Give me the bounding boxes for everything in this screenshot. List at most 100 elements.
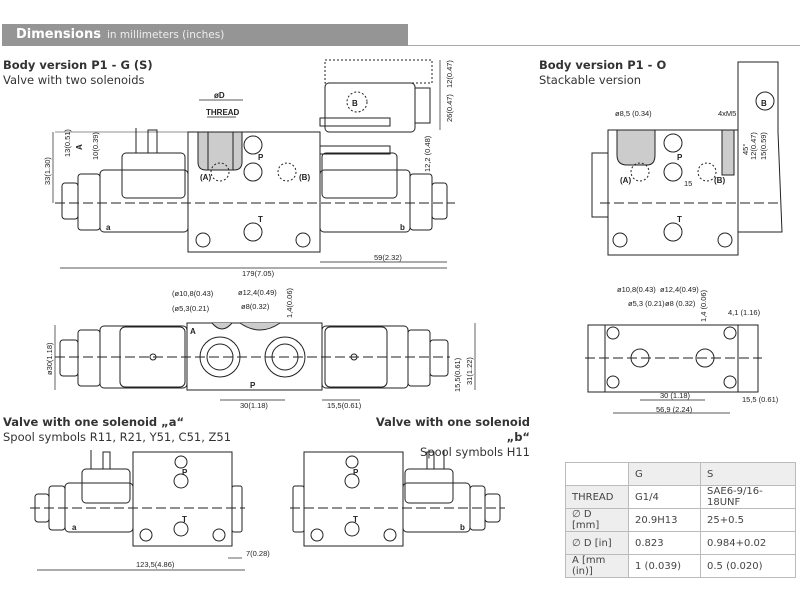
dim-59: 59(2.32) [374,253,402,262]
table-header: G [628,462,701,486]
table-row: ∅ D [mm] 20.9H13 25+0.5 [565,508,796,532]
caption-subtitle: Valve with two solenoids [3,73,145,87]
caption-subtitle: Spool symbols H11 [420,445,530,459]
connector-flange [319,145,391,155]
label-t: T [258,215,263,224]
label-p: P [677,153,683,162]
cap-left [59,339,79,377]
label-a: a [72,523,77,532]
connector-b-marker [755,91,775,111]
dim-1-4: 1,4 (0.06) [699,289,708,322]
label-a-marker: A [190,327,196,336]
coil-right [321,152,398,199]
table-row: A [mm (in)] 1 (0.039) 0.5 (0.020) [565,554,796,578]
drawing-one-solenoid-b [290,450,505,547]
thread-bore [207,131,234,171]
dim-30: 30(1.18) [240,401,268,410]
dim-12: 12(0.47) [749,132,758,160]
table-cell: G1/4 [628,485,701,509]
dim-12-2: 12,2 (0.48) [423,135,432,172]
cap-right [431,182,448,220]
dim-5-3: ø5,3 (0.21) [628,299,665,308]
coil [404,468,454,504]
drawing-top-view [54,322,476,401]
table-header: S [700,462,796,486]
table-cell: 0.984+0.02 [700,531,796,555]
dim-15-5-vertical: 15,5(0.61) [453,357,462,392]
table-header-row: G S [565,462,796,486]
port-t-circle [663,222,683,242]
port-b-circle [277,162,297,182]
table-cell: 0.823 [628,531,701,555]
label-thread: THREAD [206,108,240,117]
header-subtitle: in millimeters (inches) [106,29,225,41]
port-p-circle [243,162,263,182]
dim-179: 179(7.05) [242,269,275,278]
adjacent-part [591,152,609,218]
label-port-a: (A) [200,173,211,182]
nut-right [409,173,433,231]
label-t: T [677,215,682,224]
table-header [565,462,629,486]
dim-15-5: 15,5(0.61) [327,401,362,410]
dim-15-5: 15,5 (0.61) [742,395,779,404]
labels-one-solenoid-a: P T a 123,5(4.86) 7(0.28) [72,468,270,569]
dim-5-3: (ø5,3(0.21) [172,304,210,313]
header-rule [408,45,800,46]
dim-123-5: 123,5(4.86) [136,560,175,569]
mount-hole [295,232,311,248]
dim-45deg: 45° [741,144,750,155]
cable-gland [414,87,431,124]
dim-8-5: ø8,5 (0.34) [615,109,652,118]
dim-30: 30 (1.18) [660,391,691,400]
label-port-a: (A) [620,176,631,185]
caption-subtitle: Stackable version [539,73,642,87]
label-b-connector: B [761,99,767,108]
terminal-tab [147,129,158,154]
labels-two-solenoids: øD THREAD B P T (A) (B) a b A 13(0.51) 1… [43,60,454,278]
connector-b-marker [346,91,368,113]
label-p: P [353,468,359,477]
dim-8: ø8(0.32) [241,302,270,311]
label-t: T [182,515,187,524]
connector-clearance [324,59,433,84]
label-15: 15 [684,179,692,188]
label-b: b [460,523,465,532]
adjacent-module [737,61,783,233]
dim-12-4: ø12,4(0.49) [238,288,277,297]
nut-right [407,329,431,387]
cap-right [429,339,449,377]
caption-subtitle: Spool symbols R11, R21, Y51, C51, Z51 [3,430,232,444]
label-port-b: (B) [299,173,310,182]
table-cell: 25+0.5 [700,508,796,532]
labels-stackable: B ø8,5 (0.34) 4xM5 45° 12(0.47) 15(0.59)… [615,99,779,414]
connector-flange [319,117,391,127]
drawing-two-solenoids [52,59,455,269]
label-b-connector: B [352,99,358,108]
caption-p1g: Body version P1 - G (S) Valve with two s… [3,58,153,88]
table-cell: ∅ D [in] [565,531,629,555]
table-cell: 0.5 (0.020) [700,554,796,578]
cap-left [61,182,79,220]
label-b: b [400,223,405,232]
dim-26: 26(0.47) [445,94,454,122]
dim-30-dia: ø30(1.18) [45,342,54,375]
caption-one-b: Valve with one solenoid „b“ Spool symbol… [366,415,530,460]
port-p-circle [663,162,683,182]
caption-title: Body version P1 - G (S) [3,58,153,72]
table-cell: A [mm (in)] [565,554,629,578]
dim-12-4: ø12,4(0.49) [660,285,699,294]
table-cell: SAE6-9/16-18UNF [700,485,796,509]
header-title: Dimensions [16,27,101,42]
caption-title: Valve with one solenoid „a“ [3,415,185,429]
label-p-marker: P [250,381,256,390]
dim-12: 12(0.47) [445,60,454,88]
caption-title: Valve with one solenoid „b“ [375,415,530,444]
label-phi-d: øD [214,91,225,100]
table-cell: THREAD [565,485,629,509]
table-row: THREAD G1/4 SAE6-9/16-18UNF [565,485,796,509]
port-section [197,131,243,171]
dim-56-9: 56,9 (2.24) [656,405,693,414]
caption-title: Body version P1 - O [539,58,667,72]
labels-one-solenoid-b: P T b [353,468,465,532]
